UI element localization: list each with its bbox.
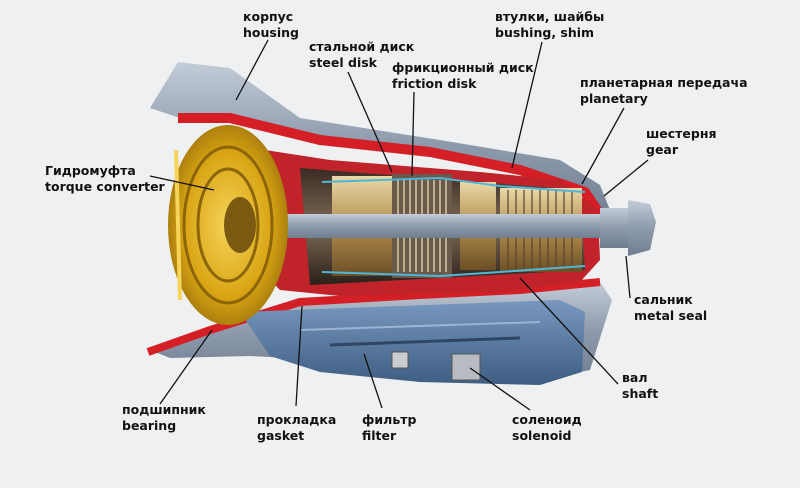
torque-converter-body [168,125,288,325]
label-bearing-ru: подшипник [122,402,206,417]
label-gear: шестерня gear [646,126,717,158]
label-housing-en: housing [243,25,299,40]
label-planetary-ru: планетарная передача [580,75,748,90]
label-friction-disk-ru: фрикционный диск [392,60,534,75]
label-bushing: втулки, шайбы bushing, shim [495,9,604,41]
label-planetary-en: planetary [580,91,648,106]
label-shaft: вал shaft [622,370,658,402]
internal-mechanism [250,150,630,296]
label-planetary: планетарная передача planetary [580,75,748,107]
label-torque-converter-ru: Гидромуфта [45,163,136,178]
label-shaft-en: shaft [622,386,659,401]
label-solenoid: соленоид solenoid [512,412,582,444]
label-shaft-ru: вал [622,370,648,385]
label-housing: корпус housing [243,9,299,41]
label-filter: фильтр filter [362,412,416,444]
label-metal-seal: сальник metal seal [634,292,707,324]
label-filter-ru: фильтр [362,412,417,427]
label-housing-ru: корпус [243,9,294,24]
label-steel-disk-ru: стальной диск [309,39,415,54]
label-solenoid-en: solenoid [512,428,572,443]
label-gear-en: gear [646,142,679,157]
label-solenoid-ru: соленоид [512,412,582,427]
label-gasket: прокладка gasket [257,412,336,444]
lower-components [391,351,481,381]
label-torque-converter-en: torque converter [45,179,165,194]
label-metal-seal-en: metal seal [634,308,708,323]
output-flange [600,200,656,256]
label-torque-converter: Гидромуфта torque converter [45,163,165,195]
label-metal-seal-ru: сальник [634,292,693,307]
label-bushing-ru: втулки, шайбы [495,9,605,24]
label-gasket-ru: прокладка [257,412,337,427]
label-bushing-en: bushing, shim [495,25,595,40]
label-bearing-en: bearing [122,418,177,433]
oil-pan [240,300,585,385]
label-gasket-en: gasket [257,428,305,443]
label-steel-disk: стальной диск steel disk [309,39,414,71]
label-steel-disk-en: steel disk [309,55,377,70]
label-gear-ru: шестерня [646,126,717,141]
label-bearing: подшипник bearing [122,402,206,434]
leader-lines [149,39,649,411]
label-friction-disk: фрикционный диск friction disk [392,60,534,92]
label-friction-disk-en: friction disk [392,76,477,91]
label-filter-en: filter [362,428,397,443]
